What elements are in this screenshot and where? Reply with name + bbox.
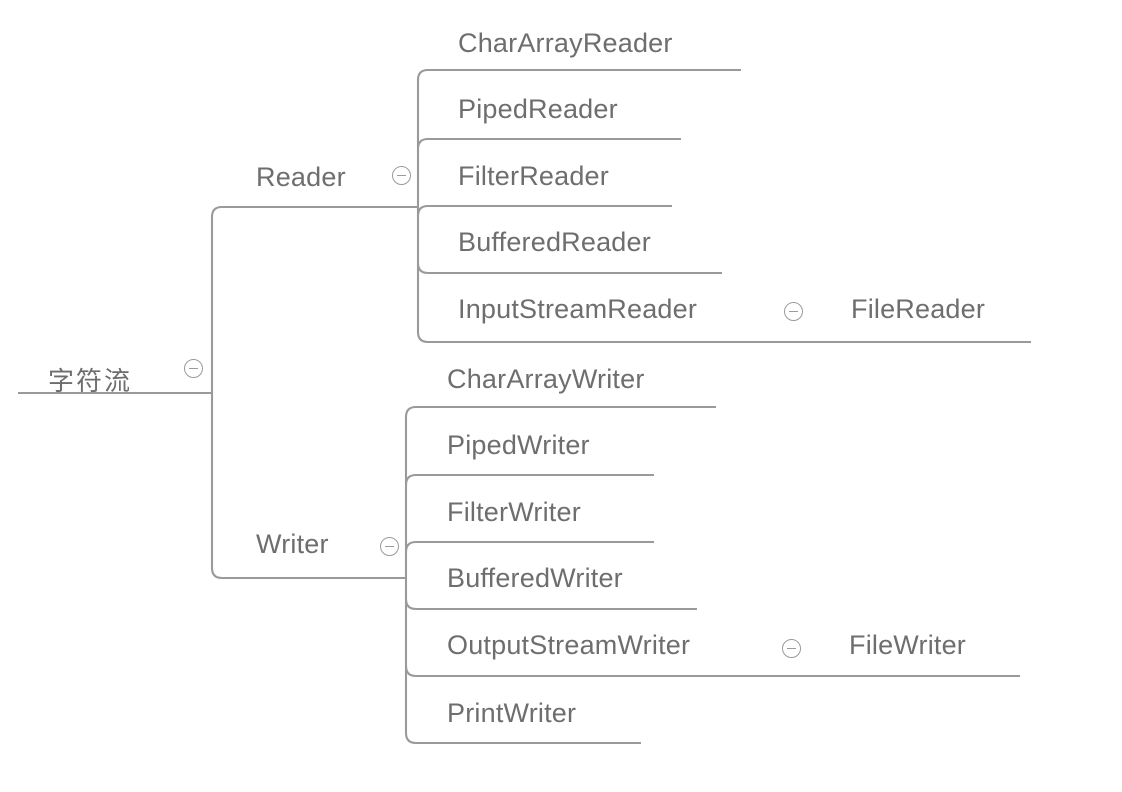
node-pipedreader-label[interactable]: PipedReader <box>458 94 618 124</box>
node-filterreader-label[interactable]: FilterReader <box>458 161 609 191</box>
node-filereader-label[interactable]: FileReader <box>851 294 986 324</box>
reader-toggle-minus-circle-icon[interactable] <box>392 166 411 185</box>
edge-reader-child-2 <box>416 204 672 217</box>
edge-root-to-writer <box>210 393 406 580</box>
edge-reader-child-0 <box>416 68 741 81</box>
node-chararrayreader-label[interactable]: CharArrayReader <box>458 28 673 58</box>
edge-reader-child-4 <box>416 331 1031 344</box>
edge-writer-child-3 <box>404 598 697 611</box>
node-writer-label[interactable]: Writer <box>256 529 329 559</box>
writer-toggle-minus-circle-icon[interactable] <box>380 537 399 556</box>
node-printwriter-label[interactable]: PrintWriter <box>447 698 577 728</box>
edge-root-to-reader <box>204 205 418 395</box>
node-filewriter-label[interactable]: FileWriter <box>849 630 967 660</box>
edge-writer-child-5 <box>404 732 641 745</box>
edge-writer-child-2 <box>404 540 654 553</box>
edge-writer-child-4 <box>404 665 1020 678</box>
node-inputstreamreader-label[interactable]: InputStreamReader <box>458 294 698 324</box>
node-pipedwriter-label[interactable]: PipedWriter <box>447 430 590 460</box>
edge-writer-child-0 <box>404 405 716 418</box>
edge-writer-child-1 <box>404 473 654 486</box>
root-toggle-minus-circle-icon[interactable] <box>184 359 203 378</box>
node-outputstreamwriter-label[interactable]: OutputStreamWriter <box>447 630 691 660</box>
node-bufferedreader-label[interactable]: BufferedReader <box>458 227 651 257</box>
edge-reader-child-1 <box>416 137 681 150</box>
node-filterwriter-label[interactable]: FilterWriter <box>447 497 581 527</box>
node-root-label[interactable]: 字符流 <box>48 366 133 396</box>
outputstreamwriter-toggle-minus-circle-icon[interactable] <box>782 639 801 658</box>
edge-reader-child-3 <box>416 262 722 275</box>
node-reader-label[interactable]: Reader <box>256 162 346 192</box>
inputstreamreader-toggle-minus-circle-icon[interactable] <box>784 302 803 321</box>
node-bufferedwriter-label[interactable]: BufferedWriter <box>447 563 623 593</box>
node-chararraywriter-label[interactable]: CharArrayWriter <box>447 364 645 394</box>
